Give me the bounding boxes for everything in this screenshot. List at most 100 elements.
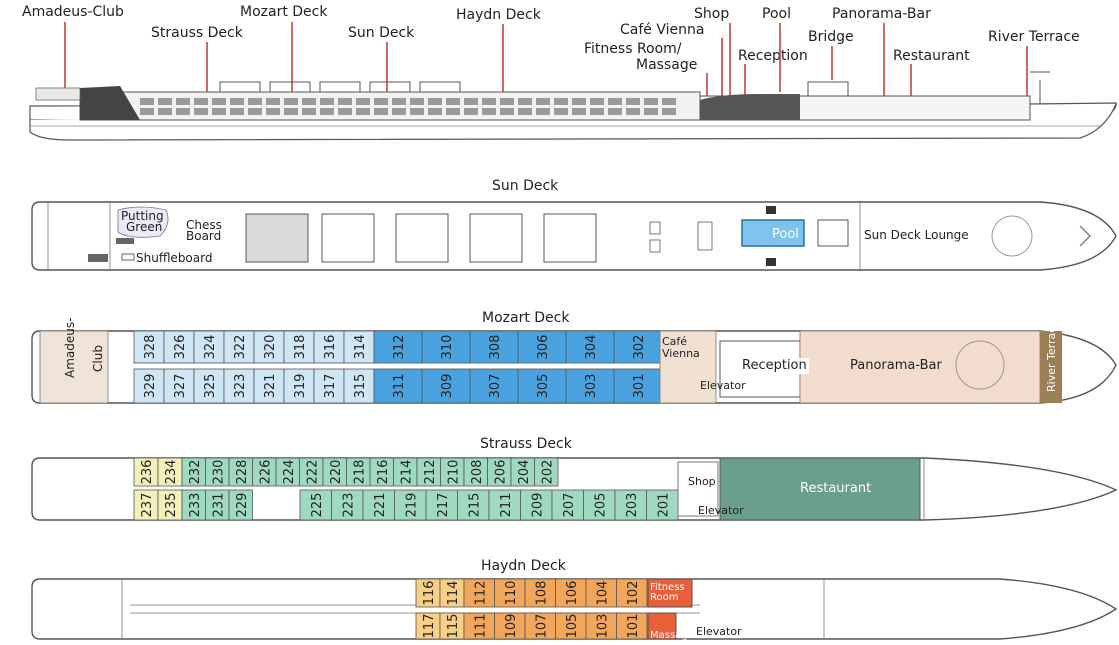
strauss-cabin-201: [646, 489, 679, 521]
strauss-cabin-207: [551, 489, 584, 521]
mozart-cabin-327: [163, 368, 195, 404]
profile-window: [284, 108, 298, 115]
mozart-cabin-number-316: 316: [323, 335, 338, 360]
strauss-cabin-number-219: 219: [404, 493, 419, 518]
strauss-cabin-217: [425, 489, 458, 521]
haydn-cabin-116: [415, 578, 441, 608]
strauss-cabin-211: [488, 489, 521, 521]
profile-window: [536, 108, 550, 115]
profile-window: [212, 98, 226, 105]
strauss-cabin-number-233: 233: [188, 493, 203, 518]
profile-window: [338, 108, 352, 115]
haydn-cabin-number-101: 101: [626, 614, 641, 639]
profile-window: [590, 108, 604, 115]
strauss-cabin-number-207: 207: [562, 493, 577, 518]
profile-window: [410, 108, 424, 115]
label-haydn-deck: Haydn Deck: [456, 7, 541, 23]
haydn-cabin-number-117: 117: [422, 614, 437, 639]
mozart-cabin-319: [283, 368, 315, 404]
profile-window: [176, 98, 190, 105]
haydn-cabin-109: [494, 612, 526, 640]
strauss-cabin-202: [534, 457, 559, 487]
profile-window: [320, 98, 334, 105]
haydn-cabin-107: [524, 612, 556, 640]
shuffleboard-label: Shuffleboard: [136, 251, 213, 265]
profile-window: [662, 108, 676, 115]
profile-window: [194, 98, 208, 105]
mozart-cabin-302: [613, 330, 663, 364]
mozart-cabin-number-323: 323: [233, 374, 248, 399]
strauss-cabin-number-230: 230: [211, 460, 226, 485]
profile-window: [410, 98, 424, 105]
strauss-cabin-number-206: 206: [493, 460, 508, 485]
haydn-cabin-number-107: 107: [534, 614, 549, 639]
profile-window: [302, 108, 316, 115]
profile-window: [428, 98, 442, 105]
amadeus-club-label-1: Amadeus-: [63, 317, 77, 378]
profile-window: [212, 108, 226, 115]
strauss-cabin-number-223: 223: [341, 493, 356, 518]
strauss-cabin-209: [520, 489, 553, 521]
mozart-cabin-303: [565, 368, 615, 404]
putting-label-1: Putting: [121, 209, 164, 223]
strauss-cabin-number-231: 231: [211, 493, 226, 518]
strauss-cabin-number-228: 228: [235, 460, 250, 485]
label-cafe-vienna: Café Vienna: [620, 22, 705, 38]
mozart-cabin-number-317: 317: [323, 374, 338, 399]
chess-label-1: Chess: [186, 218, 222, 232]
mozart-cabin-328: [133, 330, 165, 364]
strauss-cabin-235: [157, 489, 183, 521]
strauss-cabin-221: [362, 489, 395, 521]
fitness-label-2: Room: [650, 592, 679, 603]
mozart-elevator-label: Elevator: [700, 379, 746, 392]
profile-window: [590, 98, 604, 105]
haydn-cabin-number-114: 114: [446, 581, 461, 606]
profile-window: [158, 108, 172, 115]
profile-window: [518, 98, 532, 105]
mozart-cabin-304: [565, 330, 615, 364]
profile-window: [284, 98, 298, 105]
profile-window: [140, 98, 154, 105]
strauss-cabin-number-226: 226: [258, 460, 273, 485]
mozart-cabin-314: [343, 330, 375, 364]
mozart-cabin-318: [283, 330, 315, 364]
profile-window: [536, 98, 550, 105]
strauss-cabin-234: [157, 457, 183, 487]
mozart-cabin-number-322: 322: [233, 335, 248, 360]
strauss-cabin-number-205: 205: [593, 493, 608, 518]
profile-window: [266, 98, 280, 105]
mozart-cabin-308: [469, 330, 519, 364]
putting-label-2: Green: [126, 220, 163, 234]
profile-window: [356, 98, 370, 105]
strauss-cabin-203: [614, 489, 647, 521]
mozart-cabin-number-307: 307: [488, 374, 503, 399]
ship-profile-drawing: [29, 22, 1117, 141]
mozart-cabin-323: [223, 368, 255, 404]
strauss-cabin-number-229: 229: [235, 493, 250, 518]
haydn-cabin-110: [494, 578, 526, 608]
profile-window: [374, 98, 388, 105]
mozart-cabin-number-321: 321: [263, 374, 278, 399]
mozart-cabin-number-327: 327: [173, 374, 188, 399]
river-terrace-label: River Terrace: [1045, 319, 1058, 392]
label-sun-deck: Sun Deck: [348, 25, 415, 41]
strauss-cabin-number-222: 222: [305, 460, 320, 485]
strauss-cabin-number-237: 237: [140, 493, 155, 518]
label-pool: Pool: [762, 6, 791, 22]
strauss-cabin-number-211: 211: [499, 493, 514, 518]
strauss-shop-label: Shop: [688, 475, 716, 488]
profile-window: [608, 108, 622, 115]
profile-window: [482, 98, 496, 105]
profile-window: [446, 108, 460, 115]
profile-window: [500, 108, 514, 115]
profile-window: [644, 98, 658, 105]
mozart-cabin-number-318: 318: [293, 335, 308, 360]
sun-deck-lounge-label: Sun Deck Lounge: [864, 228, 969, 242]
mozart-cabin-326: [163, 330, 195, 364]
mozart-cabin-321: [253, 368, 285, 404]
haydn-cabin-number-104: 104: [595, 581, 610, 606]
mozart-cabin-301: [613, 368, 663, 404]
strauss-cabin-229: [228, 489, 253, 521]
mozart-cabin-329: [133, 368, 165, 404]
